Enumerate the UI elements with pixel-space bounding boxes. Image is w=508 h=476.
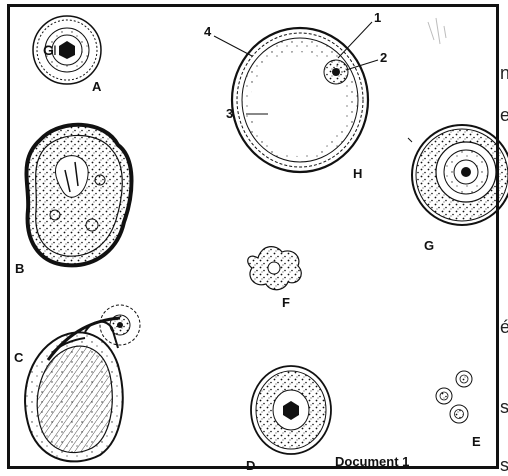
cell-c (25, 305, 140, 461)
cell-g (408, 125, 508, 225)
label-d: D (246, 458, 255, 473)
document-caption: Document 1 (335, 454, 409, 469)
faint-marks (428, 18, 446, 44)
cell-d (251, 366, 331, 454)
label-g: G (424, 238, 434, 253)
label-e: E (472, 434, 481, 449)
callout-4: 4 (204, 24, 212, 39)
callout-1: 1 (374, 10, 381, 25)
callout-2: 2 (380, 50, 387, 65)
callout-3: 3 (226, 106, 233, 121)
cell-h (214, 22, 378, 172)
label-b: B (15, 261, 24, 276)
label-f: F (282, 295, 290, 310)
cell-f (248, 247, 302, 290)
svg-text:I: I (53, 42, 57, 58)
label-a: A (92, 79, 102, 94)
cell-b (27, 125, 132, 266)
label-c: C (14, 350, 24, 365)
label-h: H (353, 166, 362, 181)
cell-a: G I (33, 16, 101, 84)
cell-e (436, 371, 472, 423)
